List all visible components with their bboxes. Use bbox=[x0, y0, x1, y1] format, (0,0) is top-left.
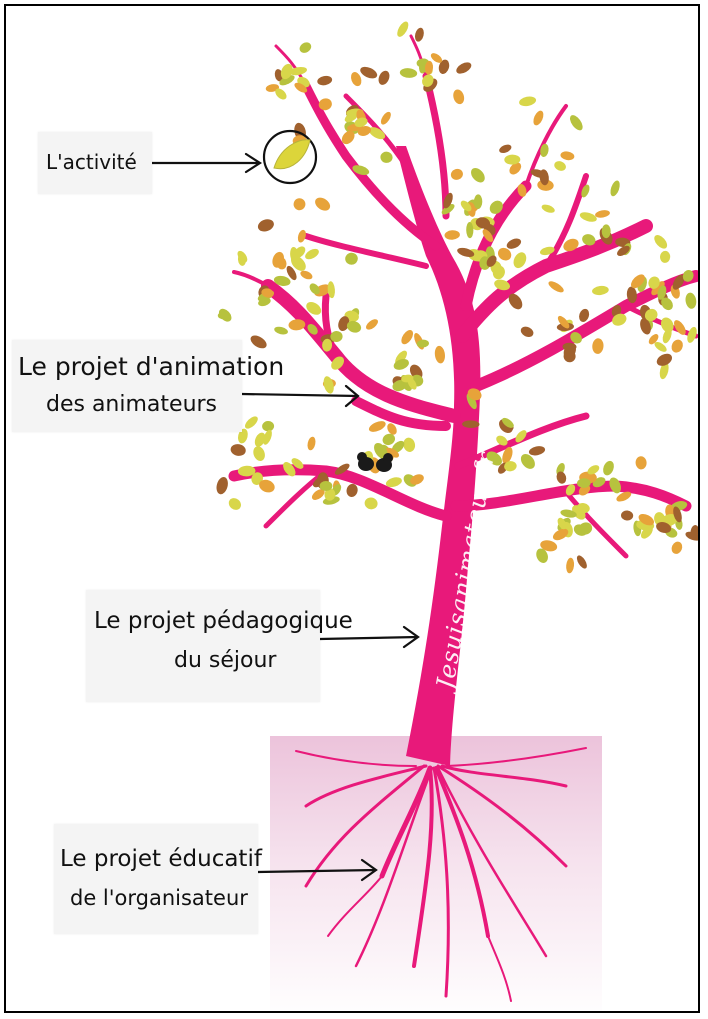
leaf-icon bbox=[592, 338, 605, 355]
label-projet-pedagogique-subtitle: du séjour bbox=[174, 648, 276, 673]
leaf-icon bbox=[575, 554, 589, 570]
leaf-icon bbox=[399, 67, 417, 78]
leaf-icon bbox=[364, 317, 380, 331]
leaf-icon bbox=[474, 194, 483, 209]
leaf-icon bbox=[306, 436, 316, 451]
leaf-icon bbox=[230, 443, 247, 457]
label-projet-animation: Le projet d'animation des animateurs bbox=[12, 340, 242, 432]
leaf-icon bbox=[248, 333, 269, 351]
leaf-icon bbox=[256, 217, 275, 233]
leaf-icon bbox=[364, 496, 379, 510]
leaf-icon bbox=[621, 510, 634, 521]
leaf-icon bbox=[313, 195, 333, 213]
arrow-activite bbox=[152, 154, 260, 172]
arrow-animation bbox=[242, 386, 358, 406]
leaf-icon bbox=[579, 210, 598, 223]
leaf-icon bbox=[444, 230, 460, 240]
leaf-icon bbox=[565, 557, 574, 573]
leaf-icon bbox=[609, 179, 622, 197]
leaf-icon bbox=[395, 20, 411, 39]
leaf-icon bbox=[226, 496, 243, 513]
page-frame: L'activité Le projet d'animation des ani… bbox=[4, 4, 700, 1013]
leaf-icon bbox=[303, 247, 320, 262]
leaf-icon bbox=[345, 252, 359, 265]
leaf-icon bbox=[349, 71, 363, 88]
leaf-icon bbox=[322, 375, 336, 395]
leaf-icon bbox=[519, 325, 535, 339]
leaf-icon bbox=[454, 60, 473, 76]
leaf-icon bbox=[296, 229, 307, 244]
label-projet-animation-subtitle: des animateurs bbox=[46, 392, 217, 417]
leaf-icon bbox=[592, 285, 610, 296]
leaf-icon bbox=[511, 250, 529, 270]
leaf-icon bbox=[528, 445, 546, 457]
leaf-icon bbox=[601, 459, 616, 477]
leaf-icon bbox=[518, 95, 537, 107]
leaf-icon bbox=[652, 233, 670, 251]
leaf-icon bbox=[531, 109, 545, 127]
leaf-icon bbox=[377, 69, 392, 87]
leaf-icon bbox=[449, 167, 464, 181]
leaf-icon bbox=[635, 456, 647, 470]
leaf-icon bbox=[602, 224, 611, 238]
label-projet-animation-title: Le projet d'animation bbox=[18, 352, 284, 381]
leaf-icon bbox=[273, 325, 288, 335]
label-projet-pedagogique: Le projet pédagogique du séjour bbox=[86, 590, 320, 702]
label-activite-text: L'activité bbox=[46, 150, 137, 174]
leaf-icon bbox=[316, 75, 332, 87]
leaf-icon bbox=[379, 110, 393, 126]
leaf-icon bbox=[553, 159, 568, 172]
leaf-icon bbox=[345, 483, 359, 498]
leaf-icon bbox=[262, 421, 275, 432]
leaf-icon bbox=[577, 308, 590, 324]
leaf-icon bbox=[669, 338, 685, 355]
leaf-icon bbox=[594, 209, 610, 219]
leaf-icon bbox=[505, 236, 523, 250]
leaf-icon bbox=[380, 151, 393, 164]
leaf-icon bbox=[292, 197, 307, 212]
leaf-icon bbox=[414, 27, 426, 43]
leaf-icon bbox=[468, 165, 487, 185]
leaf-icon bbox=[243, 414, 260, 431]
leaf-icon bbox=[452, 88, 466, 105]
leaf-icon bbox=[567, 113, 585, 133]
leaf-icon bbox=[547, 279, 566, 294]
leaf-icon bbox=[251, 445, 267, 463]
label-activite: L'activité bbox=[38, 132, 152, 194]
leaf-icon bbox=[684, 292, 697, 310]
label-projet-educatif-subtitle: de l'organisateur bbox=[70, 886, 248, 910]
leaf-icon bbox=[498, 143, 513, 155]
leaf-icon bbox=[392, 357, 410, 372]
leaf-icon bbox=[215, 476, 230, 496]
label-projet-educatif: Le projet éducatif de l'organisateur bbox=[54, 824, 258, 934]
leaf-icon bbox=[434, 345, 446, 364]
leaf-icon bbox=[560, 150, 575, 161]
leaf-icon bbox=[660, 251, 671, 264]
label-projet-educatif-title: Le projet éducatif bbox=[60, 846, 262, 872]
leaf-icon bbox=[541, 203, 556, 214]
leaf-icon bbox=[298, 40, 314, 55]
leaf-icon bbox=[367, 419, 387, 434]
leaf-icon bbox=[358, 64, 378, 80]
label-projet-pedagogique-title: Le projet pédagogique bbox=[94, 608, 353, 634]
leaf-icon bbox=[670, 540, 684, 556]
leaf-icon bbox=[274, 140, 310, 169]
leaf-icon bbox=[399, 328, 415, 346]
